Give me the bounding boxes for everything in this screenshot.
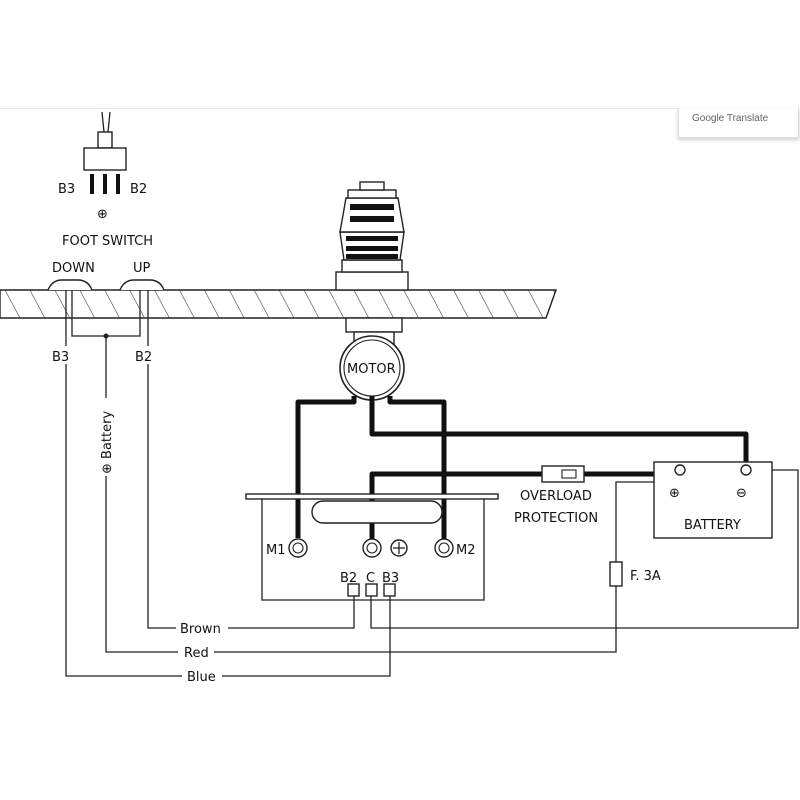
- deck-switch-down: DOWN: [47, 261, 95, 291]
- wire-brown-label: Brown: [180, 622, 221, 637]
- c-terminal-label: C: [366, 571, 375, 586]
- deck-switch-up: UP: [119, 261, 165, 291]
- google-translate-label: Google Translate: [692, 113, 769, 124]
- battery-negative-post: [740, 464, 752, 476]
- foot-pin-3: [116, 174, 120, 194]
- deck: [0, 289, 557, 319]
- terminal-c: [365, 583, 378, 597]
- overload-line1: OVERLOAD: [520, 489, 592, 504]
- b3-terminal-label: B3: [382, 571, 399, 586]
- m1-label: M1: [266, 543, 286, 558]
- wire-battery-label: ⊕ Battery: [100, 411, 115, 474]
- control-wiring: B3 B2 ⊕ Battery Brown Red Blue: [50, 290, 799, 685]
- terminal-m1: [288, 538, 308, 558]
- page-header-area: [0, 0, 800, 108]
- wire-brown: [147, 290, 355, 629]
- motor: MOTOR: [339, 317, 405, 401]
- down-label: DOWN: [52, 261, 95, 276]
- overload-protection: OVERLOAD PROTECTION: [514, 465, 598, 526]
- battery: ⊕ ⊖ BATTERY: [653, 461, 773, 539]
- cable-m1: [295, 396, 357, 538]
- windlass-drum: [335, 181, 409, 291]
- cable-battery-negative: [369, 396, 749, 462]
- foot-b2-label: B2: [130, 182, 147, 197]
- wire-common: [370, 469, 799, 629]
- foot-plus-symbol: ⊕: [97, 207, 108, 222]
- battery-minus-symbol: ⊖: [736, 486, 747, 501]
- overload-line2: PROTECTION: [514, 511, 598, 526]
- wire-b2-label: B2: [135, 350, 152, 365]
- fuse-label: F. 3A: [630, 569, 661, 584]
- battery-label: BATTERY: [684, 518, 741, 533]
- control-box: M1 M2 B2 C B3: [245, 493, 499, 601]
- terminal-common: [362, 538, 382, 558]
- up-label: UP: [133, 261, 151, 276]
- foot-pin-2: [103, 174, 107, 194]
- foot-switch: B3 B2 ⊕ FOOT SWITCH: [58, 111, 153, 249]
- wire-blue-label: Blue: [187, 670, 216, 685]
- wire-b3-label: B3: [52, 350, 69, 365]
- b2-terminal-label: B2: [340, 571, 357, 586]
- terminal-b2: [347, 583, 360, 597]
- wire-red-label: Red: [184, 646, 209, 661]
- control-box-slot: [311, 500, 443, 524]
- terminal-m2: [434, 538, 454, 558]
- wire-blue: [65, 290, 391, 677]
- header-divider: [0, 108, 800, 109]
- wire-red: [105, 336, 672, 653]
- terminal-b3: [383, 583, 396, 597]
- foot-pin-1: [90, 174, 94, 194]
- battery-plus-symbol: ⊕: [669, 486, 680, 501]
- motor-label: MOTOR: [347, 362, 396, 377]
- foot-b3-label: B3: [58, 182, 75, 197]
- m2-label: M2: [456, 543, 476, 558]
- fuse: F. 3A: [609, 561, 661, 587]
- foot-switch-title: FOOT SWITCH: [62, 234, 153, 249]
- battery-positive-post: [674, 464, 686, 476]
- cable-m2: [387, 396, 447, 540]
- google-translate-popup[interactable]: Google Translate: [678, 108, 799, 138]
